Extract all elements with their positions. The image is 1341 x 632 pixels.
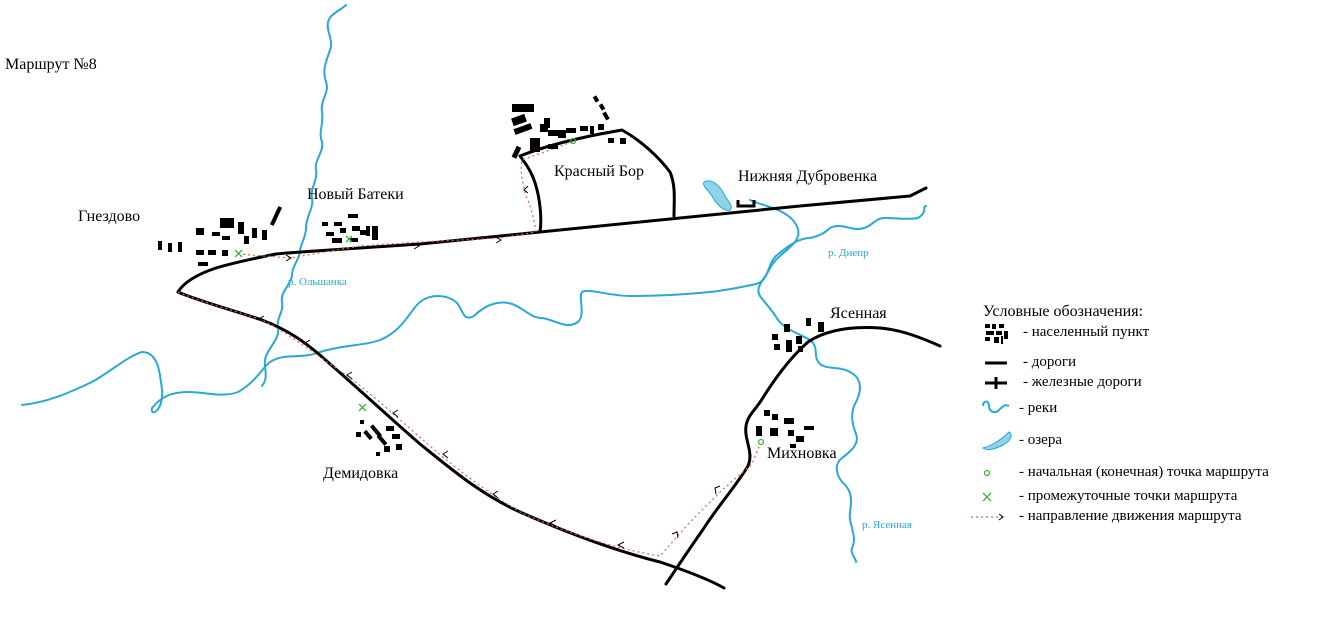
route-arrow [442,450,449,459]
settlement-novy-bateki [322,214,378,243]
road-mikhnovka-yasennaya [664,326,942,586]
waypoint-icon [982,492,992,502]
route-arrow [304,339,311,348]
settlement-demidovka [356,420,402,456]
road-southwest [176,290,726,590]
label-krasny-bor: Красный Бор [554,163,644,180]
road-icon [985,361,1007,365]
legend-item-lake: - озера [975,430,1341,452]
route-arrows [258,185,721,549]
label-river-olshanka: р. Ольшанка [288,276,347,288]
river-dnepr [21,205,927,414]
route-arrow [495,236,502,244]
legend-label-railway: - железные дороги [1023,374,1142,390]
legend-item-route-direction: - направление движения маршрута [971,506,1341,528]
route-arrow [392,409,399,418]
route-arrow [616,541,625,549]
legend-label-route-direction: - направление движения маршрута [1019,508,1242,524]
label-yasennaya: Ясенная [830,305,887,322]
route-direction-icon [971,513,1004,521]
legend-item-railway: - железные дороги [975,372,1341,394]
lake-icon [981,431,1012,451]
legend-title: Условные обозначения: [983,303,1144,320]
rivers [21,4,927,563]
river-yasennaya [749,199,861,563]
route-arrow [285,254,292,262]
route-arrow [714,485,721,495]
legend-label-lake: - озера [1019,432,1062,448]
label-mikhnovka: Михновка [767,445,837,462]
settlement-yasennaya [772,318,824,352]
legend-label-waypoint: - промежуточные точки маршрута [1019,488,1238,504]
waypoints [234,137,765,446]
legend-label-road: - дороги [1023,354,1077,370]
route-arrow [548,519,557,527]
route-arrow [523,185,529,194]
label-river-dnepr: р. Днепр [828,247,869,259]
label-gnezdovo: Гнездово [78,208,141,225]
start-point-icon [983,469,991,477]
route-arrow [413,242,420,250]
label-river-yasennaya: р. Ясенная [862,519,912,531]
waypoint-novy-bateki [345,235,353,243]
settlement-icon [985,324,1008,344]
legend-item-settlement: - населенный пункт [975,322,1341,344]
legend-item-waypoint: - промежуточные точки маршрута [975,486,1341,508]
roads [176,128,942,590]
waypoint-demidovka [358,403,367,412]
settlement-gnezdovo [158,206,283,266]
start-point-mikhnovka [757,438,765,446]
legend-label-river: - реки [1019,400,1058,416]
settlement-krasny-bor [511,95,626,159]
map-title: Маршрут №8 [5,56,97,73]
settlement-nizhnyaya-dubrovenka [736,200,756,208]
legend-label-start-point: - начальная (конечная) точка маршрута [1019,464,1269,480]
lake-nizhnyaya-dubrovenka [703,180,732,211]
waypoint-krasny-bor [569,137,577,145]
map-legend: Условные обозначения: - населенный пункт… [971,300,1341,530]
waypoint-gnezdovo [234,249,243,258]
railway-icon [985,377,1007,389]
road-krasny-bor-loop [518,128,676,234]
route-arrow [346,371,353,380]
route-arrow [492,490,499,499]
road-main [176,186,928,294]
route-line [177,141,761,557]
settlement-mikhnovka [756,410,814,448]
legend-label-settlement: - населенный пункт [1023,324,1150,340]
river-olshanka [261,4,347,387]
route [177,141,761,557]
river-icon [982,400,1010,414]
label-demidovka: Демидовка [323,465,399,482]
label-nizhnyaya-dubrovenka: Нижняя Дубровенка [738,168,878,185]
legend-item-river: - реки [975,398,1341,420]
legend-item-start-point: - начальная (конечная) точка маршрута [975,462,1341,484]
legend-item-road: - дороги [975,352,1341,374]
route-arrow [258,315,265,323]
route-arrow [671,531,679,539]
label-novy-bateki: Новый Батеки [307,186,404,203]
